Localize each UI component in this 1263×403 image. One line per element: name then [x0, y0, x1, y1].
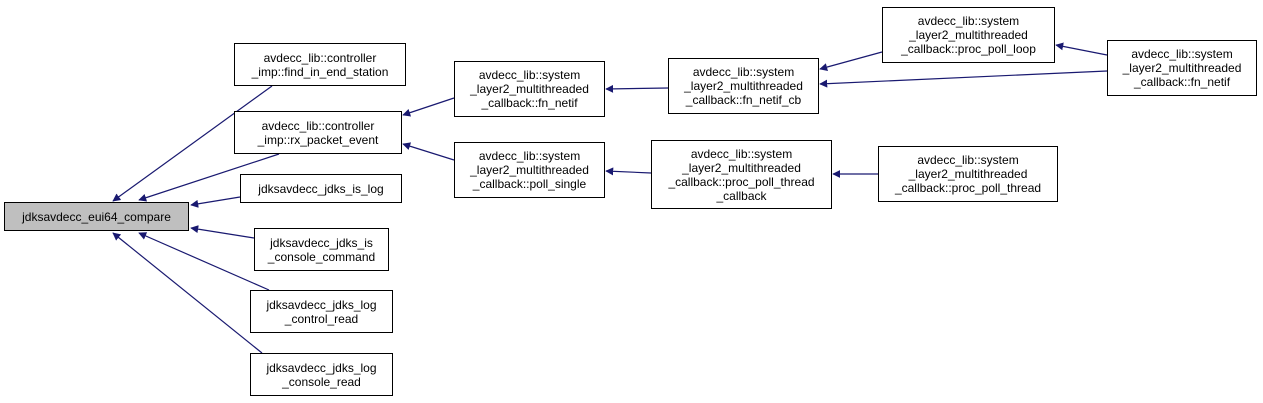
edge-fn-netif-to-rx-packet-event [402, 97, 455, 117]
node-label: avdecc_lib::controller _imp::find_in_end… [251, 50, 389, 79]
node-label: jdksavdecc_jdks_log _console_read [266, 360, 377, 389]
node-label: avdecc_lib::system _layer2_multithreaded… [668, 146, 815, 203]
node-label: avdecc_lib::system _layer2_multithreaded… [470, 68, 589, 110]
node-callback-proc-poll-loop[interactable]: avdecc_lib::system _layer2_multithreaded… [882, 7, 1055, 63]
edge-find-in-end-station-to-root [112, 85, 273, 202]
node-label: jdksavdecc_jdks_is_log [258, 181, 384, 196]
node-jdksavdecc-eui64-compare: jdksavdecc_eui64_compare [4, 202, 189, 231]
edge-rx-packet-event-to-root [138, 153, 280, 202]
node-controller-imp-rx-packet-event[interactable]: avdecc_lib::controller _imp::rx_packet_e… [234, 111, 402, 154]
node-label: avdecc_lib::controller _imp::rx_packet_e… [257, 118, 379, 147]
node-label: avdecc_lib::system _layer2_multithreaded… [470, 149, 589, 191]
edge-fn-netif-cb-to-fn-netif [605, 84, 669, 93]
node-label: jdksavdecc_jdks_log _control_read [266, 297, 377, 326]
node-label: avdecc_lib::system _layer2_multithreaded… [684, 65, 803, 107]
edge-jdks-log-console-read-to-root [112, 232, 263, 354]
node-callback-proc-poll-thread-callback[interactable]: avdecc_lib::system _layer2_multithreaded… [651, 140, 832, 209]
edge-poll-single-to-rx-packet-event [402, 142, 455, 161]
node-jdksavdecc-jdks-log-console-read[interactable]: jdksavdecc_jdks_log _console_read [250, 353, 393, 396]
edge-jdks-is-log-to-root [190, 196, 241, 208]
node-label: jdksavdecc_eui64_compare [22, 209, 171, 224]
node-callback-proc-poll-thread[interactable]: avdecc_lib::system _layer2_multithreaded… [878, 146, 1058, 202]
node-jdksavdecc-jdks-log-control-read[interactable]: jdksavdecc_jdks_log _control_read [250, 290, 393, 333]
edge-proc-poll-loop-to-fn-netif-cb [819, 51, 883, 71]
edge-proc-poll-thread-callback-to-poll-single [605, 167, 652, 176]
node-callback-poll-single[interactable]: avdecc_lib::system _layer2_multithreaded… [454, 142, 605, 198]
node-label: jdksavdecc_jdks_is _console_command [267, 235, 376, 264]
node-controller-imp-find-in-end-station[interactable]: avdecc_lib::controller _imp::find_in_end… [234, 43, 406, 86]
edge-jdks-log-control-read-to-root [138, 232, 270, 291]
edge-fn-netif-top-to-fn-netif-cb [819, 70, 1108, 88]
node-jdksavdecc-jdks-is-console-command[interactable]: jdksavdecc_jdks_is _console_command [254, 228, 389, 271]
edge-fn-netif-top-to-proc-poll-loop [1055, 42, 1108, 56]
node-label: avdecc_lib::system _layer2_multithreaded… [1122, 47, 1242, 89]
node-label: avdecc_lib::system _layer2_multithreaded… [901, 14, 1036, 56]
node-callback-fn-netif-cb[interactable]: avdecc_lib::system _layer2_multithreaded… [668, 58, 819, 114]
edges-group [112, 42, 1108, 354]
node-jdksavdecc-jdks-is-log[interactable]: jdksavdecc_jdks_is_log [240, 174, 402, 203]
node-callback-fn-netif[interactable]: avdecc_lib::system _layer2_multithreaded… [454, 61, 605, 117]
node-callback-fn-netif-outer[interactable]: avdecc_lib::system _layer2_multithreaded… [1107, 40, 1257, 96]
node-label: avdecc_lib::system _layer2_multithreaded… [894, 153, 1042, 195]
edge-jdks-is-console-command-to-root [190, 225, 255, 239]
